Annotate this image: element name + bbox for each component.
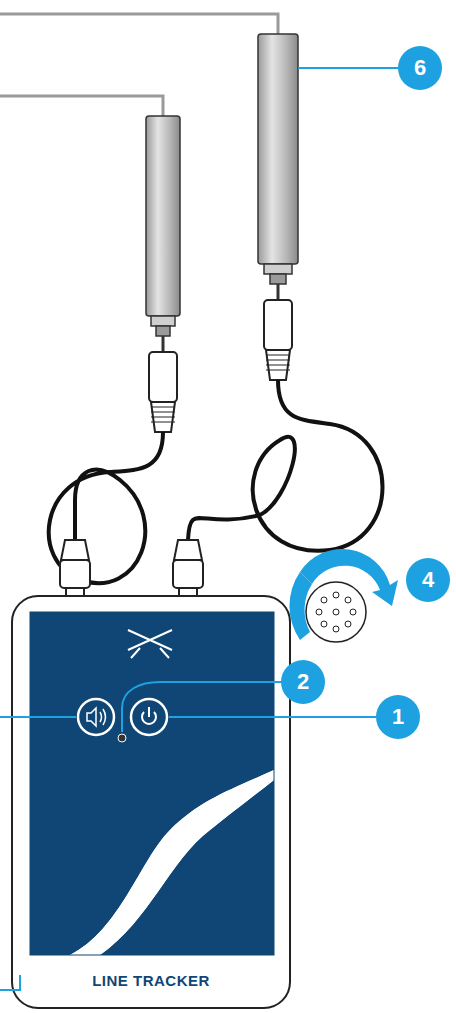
probe: [258, 34, 298, 300]
connector-pin: [333, 592, 339, 598]
rca-plug: [60, 540, 203, 596]
callout-circle: [281, 46, 450, 739]
callout-number: 2: [297, 671, 309, 693]
sound-button: [78, 699, 114, 735]
plug-grip: [266, 370, 290, 371]
callout-number: 6: [414, 57, 426, 79]
connector-pin: [333, 609, 339, 615]
plug-grip: [266, 365, 290, 366]
connector-pin: [345, 597, 351, 603]
connector-face: [289, 549, 398, 642]
plug-grip: [266, 355, 290, 356]
connector-pin: [316, 609, 322, 615]
connector-pin: [345, 621, 351, 627]
logo-mark: [128, 630, 172, 658]
led: [118, 734, 126, 742]
device-name: LINE TRACKER: [92, 973, 210, 988]
plug-grip: [151, 412, 175, 413]
plug-grip: [151, 407, 175, 408]
callout-number: 1: [392, 706, 404, 728]
leader-line: [0, 68, 398, 990]
probe: [146, 116, 180, 352]
device-housing: [12, 596, 290, 1008]
connector-pin: [350, 609, 356, 615]
rca-plug: [149, 300, 292, 432]
connector-pin: [321, 597, 327, 603]
power-button: [131, 699, 167, 735]
connector-pin: [321, 621, 327, 627]
plug-grip: [151, 417, 175, 418]
plug-grip: [151, 422, 175, 423]
callout-number: 4: [422, 569, 434, 591]
probe-wire: [0, 14, 278, 116]
connector-pin: [333, 626, 339, 632]
plug-grip: [266, 360, 290, 361]
